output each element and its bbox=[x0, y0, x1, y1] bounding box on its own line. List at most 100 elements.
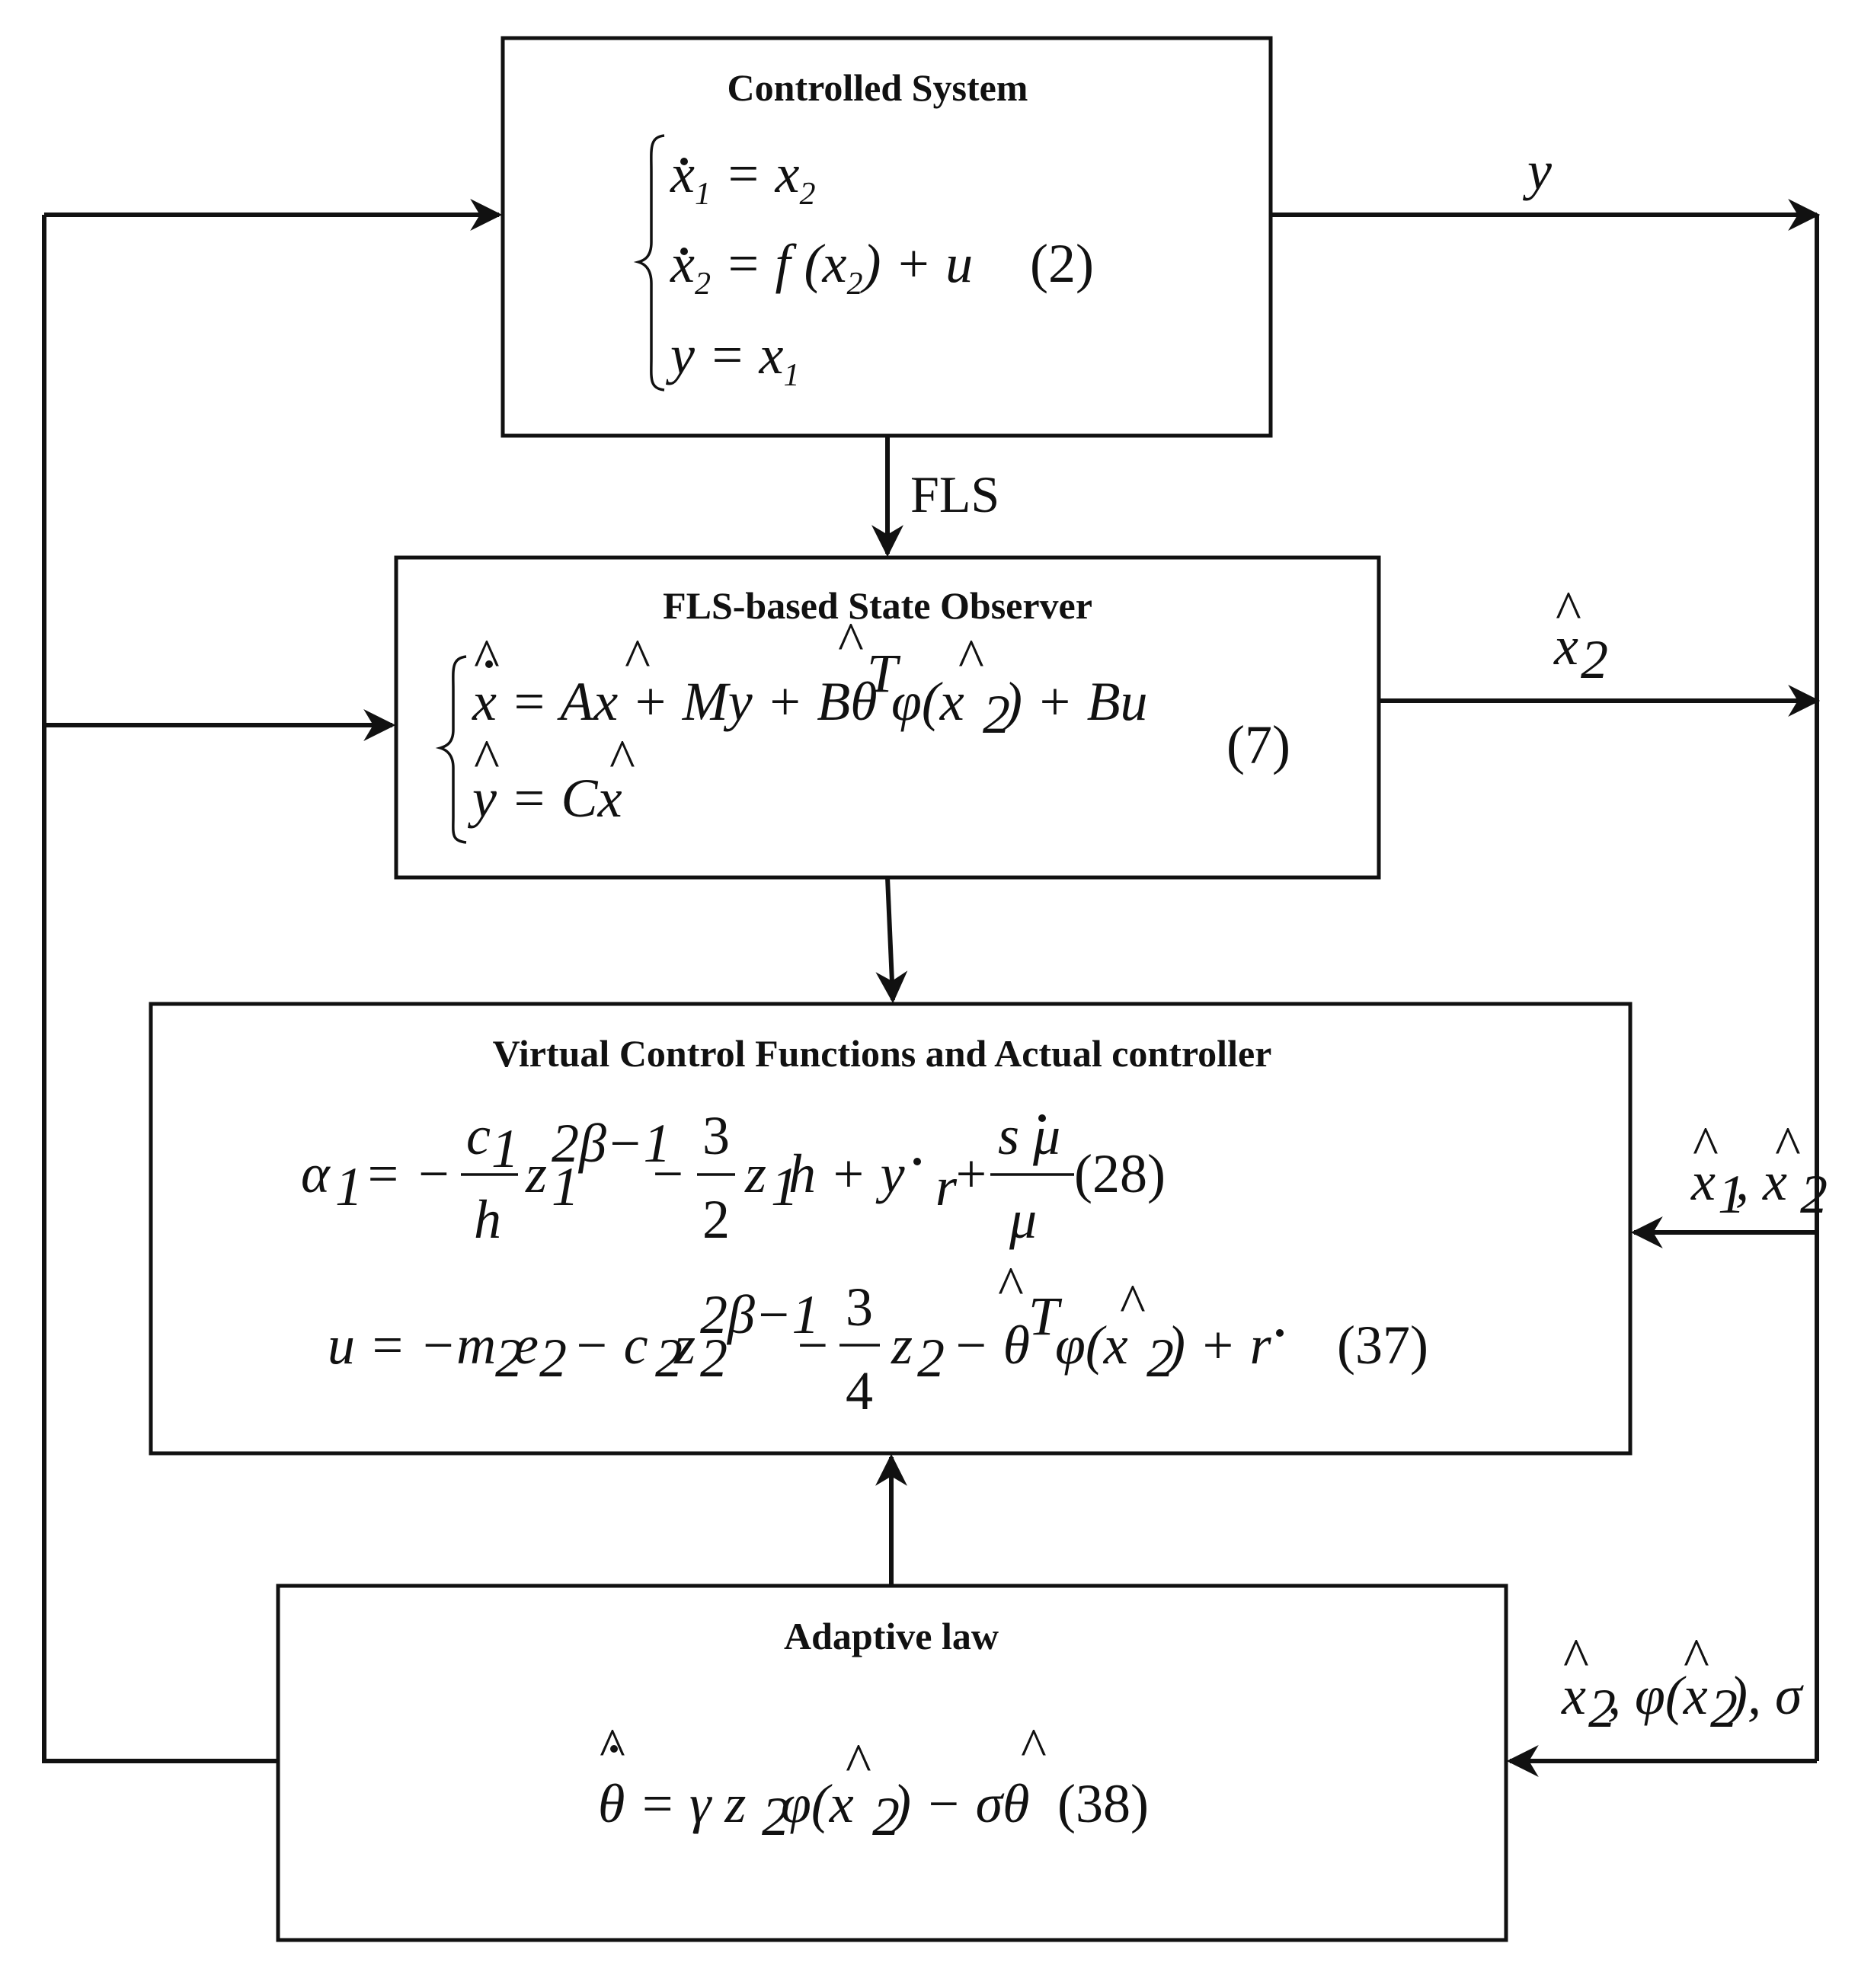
svg-text:^: ^ bbox=[1556, 580, 1581, 641]
controller-box bbox=[149, 1002, 1633, 1456]
left-bus-line bbox=[42, 215, 278, 1763]
svg-text:z: z bbox=[673, 1315, 696, 1376]
svg-text:2: 2 bbox=[762, 1786, 789, 1847]
observer-equation-1: x = Ax + My + Bθ T φ(x 2 ) + Bu ^ ^ ^ ^ bbox=[472, 611, 1148, 745]
svg-text:2: 2 bbox=[495, 1328, 523, 1389]
observer-title: FLS-based State Observer bbox=[663, 584, 1092, 627]
controller-block: Virtual Control Functions and Actual con… bbox=[149, 1002, 1633, 1456]
svg-text:+: + bbox=[952, 1143, 990, 1204]
svg-text:^: ^ bbox=[609, 728, 635, 789]
svg-text:x2 = f (x2) + u: x2 = f (x2) + u bbox=[670, 233, 973, 302]
svg-text:, x: , x bbox=[1735, 1151, 1787, 1212]
svg-text:x = Ax + My + Bθ: x = Ax + My + Bθ bbox=[472, 671, 878, 732]
svg-text:s μ: s μ bbox=[998, 1105, 1060, 1166]
svg-text:T: T bbox=[867, 643, 901, 704]
svg-text:^: ^ bbox=[958, 628, 984, 689]
equation-y: y = x1 bbox=[665, 324, 800, 393]
svg-text:2: 2 bbox=[1588, 1678, 1616, 1739]
svg-text:3: 3 bbox=[846, 1277, 873, 1338]
equation-x2-dot: x2 = f (x2) + u bbox=[670, 233, 973, 302]
svg-text:2: 2 bbox=[917, 1328, 945, 1389]
svg-text:φ(x: φ(x bbox=[1055, 1315, 1128, 1376]
output-y-label: y bbox=[1522, 140, 1552, 201]
fls-connection: FLS bbox=[871, 436, 999, 558]
svg-text:2: 2 bbox=[702, 1189, 730, 1250]
svg-text:T: T bbox=[1028, 1286, 1063, 1347]
observer-equation-2: y = Cx ^ ^ bbox=[467, 728, 635, 829]
adaptive-feedback-label: x ^ 2 , φ(x ^ 2 ), σ bbox=[1561, 1627, 1804, 1739]
svg-text:1: 1 bbox=[1718, 1164, 1745, 1225]
svg-text:^: ^ bbox=[1693, 1115, 1719, 1176]
svg-text:^: ^ bbox=[474, 728, 500, 789]
observer-output-label: x ^ 2 bbox=[1553, 580, 1608, 690]
svg-text:) + r: ) + r bbox=[1164, 1315, 1272, 1376]
svg-text:) + Bu: ) + Bu bbox=[1001, 671, 1148, 732]
controller-feedback-label: x ^ 1 , x ^ 2 bbox=[1690, 1115, 1828, 1225]
svg-text:2: 2 bbox=[872, 1786, 900, 1847]
observer-eq-number: (7) bbox=[1226, 714, 1290, 775]
svg-text:− c: − c bbox=[573, 1315, 648, 1376]
svg-text:x: x bbox=[1561, 1665, 1586, 1726]
svg-text:2: 2 bbox=[539, 1328, 567, 1389]
svg-text:u = −m: u = −m bbox=[328, 1315, 496, 1376]
svg-text:z: z bbox=[525, 1143, 547, 1204]
svg-text:^: ^ bbox=[625, 628, 651, 689]
controlled-system-brace bbox=[633, 134, 665, 392]
svg-text:4: 4 bbox=[846, 1360, 873, 1421]
svg-text:x1 = x2: x1 = x2 bbox=[670, 143, 816, 212]
adaptive-law-block: Adaptive law θ = γ z ^ 2 φ(x ^ 2 ) − σθ … bbox=[276, 1584, 1508, 1942]
svg-text:1: 1 bbox=[491, 1118, 519, 1179]
svg-text:1: 1 bbox=[335, 1156, 363, 1217]
arrow-observer-to-controller bbox=[875, 877, 908, 1004]
svg-text:^: ^ bbox=[474, 628, 500, 689]
svg-text:y = Cx: y = Cx bbox=[467, 768, 622, 829]
svg-text:− θ: − θ bbox=[952, 1315, 1030, 1376]
svg-text:h + y: h + y bbox=[788, 1143, 905, 1204]
svg-text:2: 2 bbox=[1800, 1164, 1828, 1225]
controller-title: Virtual Control Functions and Actual con… bbox=[493, 1032, 1272, 1075]
observer-block: FLS-based State Observer x = Ax + My + B… bbox=[394, 555, 1381, 880]
svg-text:2: 2 bbox=[1146, 1328, 1174, 1389]
svg-text:^: ^ bbox=[1120, 1273, 1146, 1334]
svg-text:3: 3 bbox=[702, 1105, 730, 1166]
alpha1-eq-number: (28) bbox=[1074, 1143, 1166, 1204]
svg-text:μ: μ bbox=[1009, 1189, 1037, 1250]
svg-text:φ(x: φ(x bbox=[891, 671, 964, 732]
u-eq-number: (37) bbox=[1337, 1315, 1428, 1376]
equation-x1-dot: x1 = x2 bbox=[670, 143, 816, 212]
svg-text:2β−1: 2β−1 bbox=[552, 1113, 670, 1174]
svg-text:−: − bbox=[649, 1143, 686, 1204]
svg-text:α: α bbox=[301, 1143, 331, 1204]
svg-text:2β−1: 2β−1 bbox=[700, 1284, 819, 1345]
svg-text:z: z bbox=[744, 1143, 766, 1204]
observer-brace bbox=[435, 655, 467, 844]
fls-label: FLS bbox=[910, 465, 999, 523]
svg-text:2: 2 bbox=[1581, 629, 1608, 690]
adaptive-law-title: Adaptive law bbox=[784, 1615, 999, 1657]
svg-text:, φ(x: , φ(x bbox=[1607, 1665, 1708, 1726]
alpha1-equation: α 1 = − c 1 h z 1 2β−1 − 3 2 z 1 h + y r… bbox=[301, 1105, 1074, 1250]
svg-text:c: c bbox=[466, 1105, 491, 1166]
svg-text:x: x bbox=[1690, 1151, 1716, 1212]
u-equation: u = −m 2 e 2 − c 2 z 2 2β−1 − 3 4 z 2 − … bbox=[328, 1255, 1284, 1421]
svg-text:r: r bbox=[935, 1156, 958, 1217]
svg-text:^: ^ bbox=[1021, 1717, 1047, 1778]
svg-text:θ = γ z: θ = γ z bbox=[598, 1773, 746, 1834]
svg-text:2: 2 bbox=[983, 684, 1010, 745]
svg-text:1: 1 bbox=[771, 1156, 798, 1217]
svg-text:) − σθ: ) − σθ bbox=[890, 1773, 1029, 1834]
svg-text:^: ^ bbox=[1684, 1627, 1709, 1688]
controlled-system-block: Controlled System x1 = x2 x2 = f (x2) + … bbox=[500, 36, 1273, 438]
adaptive-law-equation: θ = γ z ^ 2 φ(x ^ 2 ) − σθ ^ bbox=[598, 1717, 1047, 1847]
svg-text:^: ^ bbox=[998, 1255, 1024, 1316]
svg-text:−: − bbox=[794, 1315, 831, 1376]
svg-text:h: h bbox=[474, 1189, 501, 1250]
svg-text:z: z bbox=[891, 1315, 913, 1376]
svg-text:φ(x: φ(x bbox=[781, 1773, 854, 1834]
svg-text:2: 2 bbox=[655, 1328, 683, 1389]
controlled-system-title: Controlled System bbox=[728, 66, 1028, 109]
svg-text:^: ^ bbox=[846, 1732, 871, 1793]
left-feedback-bus bbox=[42, 199, 503, 1763]
svg-text:2: 2 bbox=[1710, 1678, 1738, 1739]
